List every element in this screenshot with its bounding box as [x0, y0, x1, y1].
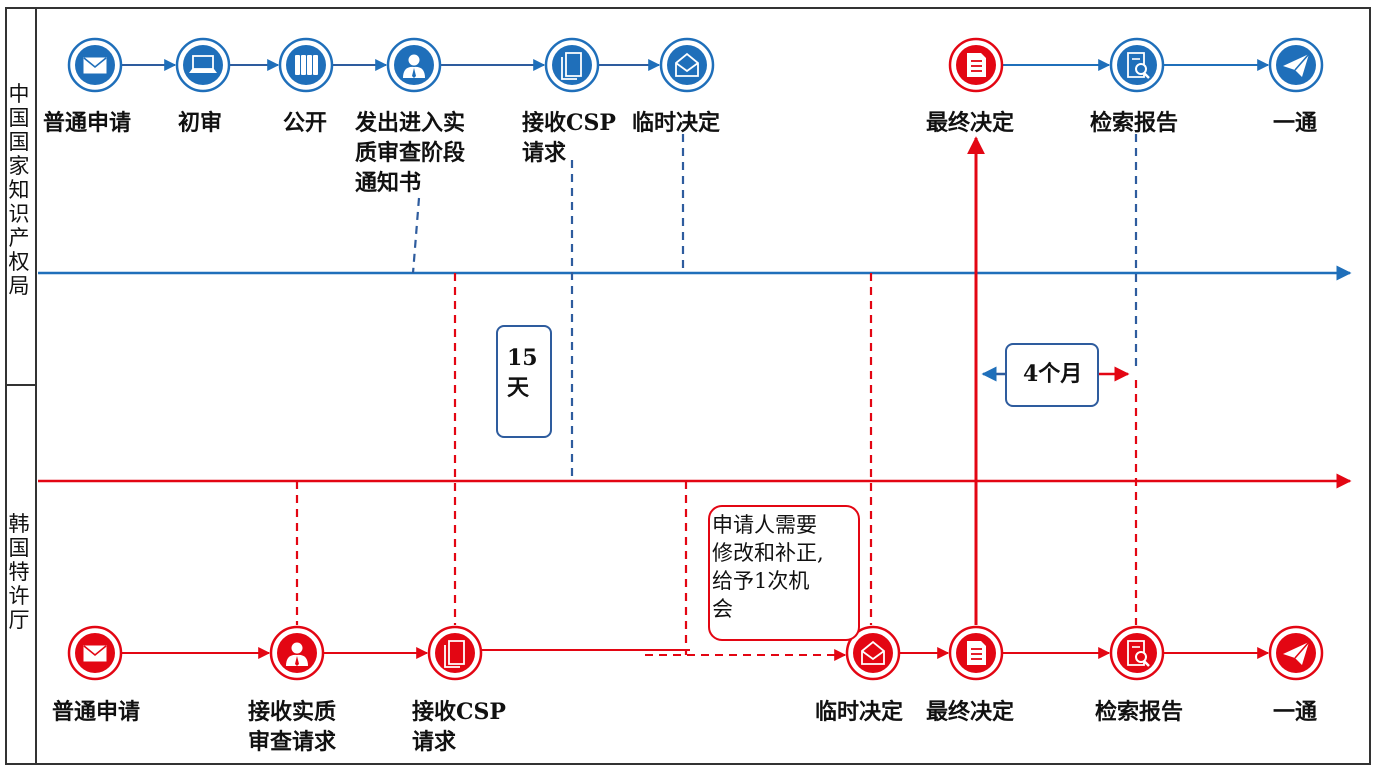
- kipo-node-report-icon: [948, 625, 1004, 681]
- kipo-node-paper-plane-icon: [1268, 625, 1324, 681]
- cnipa-label-interim-decision: 临时决定: [632, 110, 721, 136]
- fifteen-days-box: 15 天: [496, 325, 552, 438]
- cnipa-node-search-report-icon: [1109, 37, 1165, 93]
- fifteen-days-text: 15 天: [507, 345, 538, 401]
- kipo-node-person-icon: [269, 625, 325, 681]
- paper-plane-icon: [1283, 53, 1310, 77]
- report-icon: [967, 641, 986, 665]
- mail-open-icon: [861, 640, 885, 665]
- cnipa-node-document-icon: [544, 37, 600, 93]
- amendment-note-text: 申请人需要 修改和补正, 给予1次机 会: [712, 513, 824, 621]
- cnipa-node-laptop-icon: [175, 37, 231, 93]
- cnipa-node-mail-open-icon: [659, 37, 715, 93]
- cnipa-label-preliminary-exam: 初审: [178, 110, 223, 136]
- binders-icon: [295, 55, 318, 75]
- cnipa-label-exam-notice: 发出进入实 质审查阶段 通知书: [355, 110, 466, 196]
- lane-title-kipo: 韩 国 特 许 厅: [8, 512, 30, 632]
- kipo-node-document-icon: [427, 625, 483, 681]
- paper-plane-icon: [1283, 641, 1310, 665]
- lane-title-cnipa: 中 国 国 家 知 识 产 权 局: [8, 82, 30, 298]
- four-months-box: 4个月: [1005, 343, 1099, 407]
- cnipa-label-search-report: 检索报告: [1090, 110, 1179, 136]
- cnipa-label-csp-request: 接收CSP 请求: [522, 110, 616, 166]
- mail-open-icon: [675, 52, 699, 77]
- cnipa-label-final-decision: 最终决定: [926, 110, 1015, 136]
- amendment-note-box: 申请人需要 修改和补正, 给予1次机 会: [708, 505, 860, 641]
- cnipa-node-binders-icon: [278, 37, 334, 93]
- cnipa-label-ordinary-application: 普通申请: [43, 110, 132, 136]
- exam-notice-connector: [411, 197, 421, 274]
- kipo-label-final-decision: 最终决定: [926, 699, 1015, 725]
- kipo-node-envelope-icon: [67, 625, 123, 681]
- kipo-node-mail-open-icon: [845, 625, 901, 681]
- cnipa-label-publication: 公开: [283, 110, 328, 136]
- laptop-icon: [189, 55, 217, 73]
- cnipa-node-envelope-icon: [67, 37, 123, 93]
- kipo-label-interim-decision: 临时决定: [815, 699, 904, 725]
- envelope-icon: [83, 57, 107, 74]
- document-icon: [561, 52, 582, 80]
- document-icon: [444, 640, 465, 668]
- search-report-icon: [1127, 640, 1150, 667]
- kipo-label-exam-request: 接收实质 审查请求: [248, 699, 337, 755]
- search-report-icon: [1127, 52, 1150, 79]
- kipo-label-first-office-action: 一通: [1273, 699, 1318, 725]
- cnipa-node-paper-plane-icon: [1268, 37, 1324, 93]
- person-icon: [286, 642, 308, 666]
- cnipa-label-first-office-action: 一通: [1273, 110, 1318, 136]
- envelope-icon: [83, 645, 107, 662]
- report-icon: [967, 53, 986, 77]
- kipo-label-csp-request: 接收CSP 请求: [412, 699, 506, 755]
- kipo-label-ordinary-application: 普通申请: [52, 699, 141, 725]
- kipo-node-search-report-icon: [1109, 625, 1165, 681]
- kipo-label-search-report: 检索报告: [1095, 699, 1184, 725]
- person-icon: [403, 54, 425, 78]
- cnipa-node-person-icon: [386, 37, 442, 93]
- four-months-text: 4个月: [1023, 361, 1083, 387]
- cnipa-node-report-icon: [948, 37, 1004, 93]
